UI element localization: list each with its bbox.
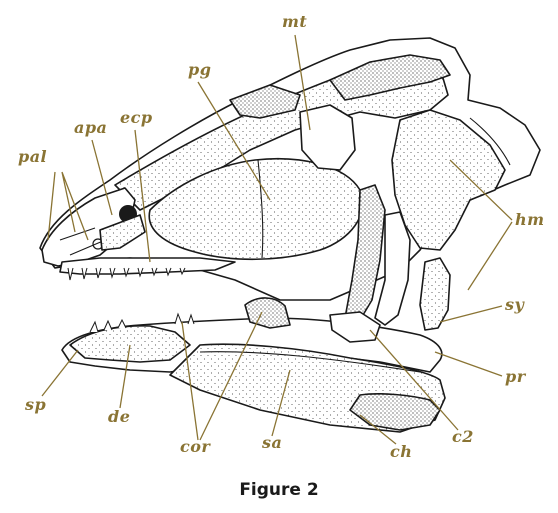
label-hm: hm: [449, 159, 545, 291]
label-pal-text: pal: [18, 147, 47, 166]
posterior-ramus: [329, 311, 381, 343]
ectopterygoid: [59, 257, 236, 275]
symplectic: [419, 257, 451, 331]
dentary: [69, 325, 191, 363]
leader-sp: [41, 349, 79, 397]
leader-pr: [434, 351, 503, 377]
label-ecp-text: ecp: [120, 108, 153, 127]
hyomandibular: [391, 109, 506, 251]
annotations: pal apa ecp pg mt hm: [18, 12, 545, 461]
leader-apa: [91, 139, 113, 216]
label-ch: ch: [359, 414, 412, 461]
leader-hm: [449, 159, 513, 291]
ceratohyal: [349, 393, 441, 431]
leader-c2: [369, 329, 459, 431]
leader-sa: [271, 369, 291, 437]
label-sy-text: sy: [504, 295, 526, 314]
label-sa: sa: [261, 369, 291, 452]
label-sp: sp: [24, 349, 79, 414]
snout: [41, 187, 146, 267]
pterygoid-region: [148, 157, 364, 261]
preopercle: [344, 184, 386, 321]
metapterygoid: [299, 104, 356, 171]
label-de-text: de: [108, 407, 130, 426]
label-sa-text: sa: [261, 433, 282, 452]
leader-ch: [359, 414, 397, 445]
label-sp-text: sp: [24, 395, 46, 414]
label-hm-text: hm: [515, 210, 545, 229]
label-pg: pg: [188, 60, 271, 201]
leader-sy: [439, 305, 503, 323]
label-ecp: ecp: [120, 108, 153, 263]
autopalatine: [99, 214, 146, 251]
label-de: de: [108, 344, 131, 426]
leader-ecp: [134, 129, 151, 263]
label-mt-text: mt: [282, 12, 307, 31]
figure-caption: Figure 2: [239, 480, 319, 500]
cranium: [39, 37, 541, 331]
label-pg-text: pg: [188, 60, 211, 79]
label-mt: mt: [282, 12, 311, 131]
label-apa: apa: [74, 118, 113, 216]
label-c2-text: c2: [452, 427, 474, 446]
label-sy: sy: [439, 295, 526, 323]
label-pr: pr: [434, 351, 527, 386]
label-cor-text: cor: [180, 437, 211, 456]
leader-mt: [294, 34, 311, 131]
lower-jaw: [61, 297, 446, 433]
leader-de: [119, 344, 131, 409]
label-apa-text: apa: [74, 118, 107, 137]
label-pal: pal: [18, 147, 89, 241]
leader-cor: [181, 311, 263, 441]
label-pr-text: pr: [505, 367, 527, 386]
label-cor: cor: [180, 311, 263, 456]
coronoid-process: [244, 297, 291, 329]
leader-pg: [197, 81, 271, 201]
upper-jaw: [59, 257, 236, 281]
leader-pal: [47, 171, 89, 241]
label-ch-text: ch: [390, 442, 412, 461]
label-c2: c2: [369, 329, 474, 446]
skull-illustration: pal apa ecp pg mt hm: [18, 12, 545, 461]
